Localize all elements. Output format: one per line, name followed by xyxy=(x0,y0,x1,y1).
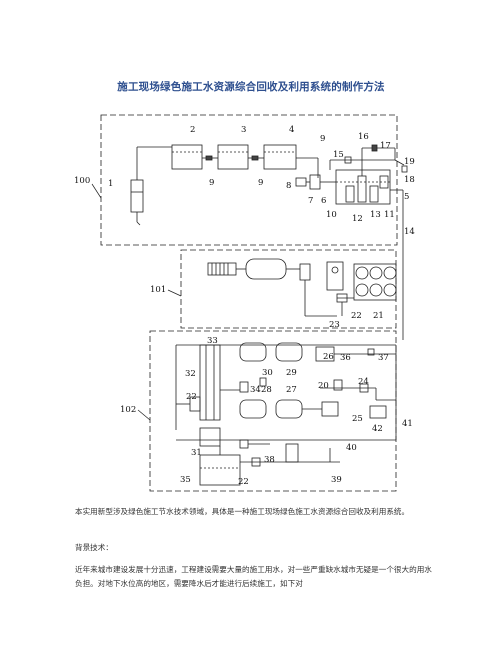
pump-8 xyxy=(295,177,307,187)
paragraph-heading-background: 背景技术： xyxy=(75,543,113,552)
label-9b: 9 xyxy=(258,178,263,188)
label-26: 26 xyxy=(323,352,334,362)
label-7: 7 xyxy=(308,196,313,206)
tank-27 xyxy=(275,399,303,419)
tank-31 xyxy=(199,427,221,447)
tank-30 xyxy=(239,342,267,362)
tank-29 xyxy=(275,342,303,362)
label-13: 13 xyxy=(370,210,381,220)
label-18: 18 xyxy=(404,175,415,185)
label-23: 23 xyxy=(329,320,340,330)
tank-28 xyxy=(239,399,267,419)
label-15: 15 xyxy=(333,150,344,160)
label-39: 39 xyxy=(331,475,342,485)
label-24: 24 xyxy=(358,377,369,387)
device-21-grid xyxy=(353,263,397,301)
label-31: 31 xyxy=(191,448,202,458)
label-11: 11 xyxy=(384,210,395,220)
label-101: 101 xyxy=(150,285,166,295)
document-title: 施工现场绿色施工水资源综合回收及利用系统的制作方法 xyxy=(117,81,385,93)
label-100: 100 xyxy=(74,176,90,186)
label-9c: 9 xyxy=(320,134,325,144)
label-8: 8 xyxy=(286,181,291,191)
paragraph-field: 本实用新型涉及绿色施工节水技术领域，具体是一种施工现场绿色施工水资源综合回收及利… xyxy=(75,507,410,516)
label-22a: 22 xyxy=(351,311,362,321)
panel-38 xyxy=(285,443,299,463)
label-22b: 22 xyxy=(186,392,197,402)
label-37: 37 xyxy=(378,353,389,363)
label-1: 1 xyxy=(108,179,113,189)
label-36: 36 xyxy=(340,353,351,363)
label-40: 40 xyxy=(346,443,357,453)
tank-5 xyxy=(335,169,391,205)
label-30: 30 xyxy=(262,368,273,378)
tank-3 xyxy=(217,144,249,170)
label-28: 28 xyxy=(261,385,272,395)
tank-4 xyxy=(263,144,297,170)
section-box-100 xyxy=(100,114,398,246)
label-35: 35 xyxy=(180,475,191,485)
tank-2 xyxy=(171,144,203,170)
label-38: 38 xyxy=(264,455,275,465)
label-4: 4 xyxy=(289,125,294,135)
tank-35 xyxy=(199,454,241,486)
section-box-101 xyxy=(180,249,397,329)
label-27: 27 xyxy=(286,385,297,395)
label-33: 33 xyxy=(207,336,218,346)
label-2: 2 xyxy=(190,125,195,135)
label-12: 12 xyxy=(352,214,363,224)
label-9a: 9 xyxy=(209,178,214,188)
label-34: 34 xyxy=(250,385,261,395)
label-14: 14 xyxy=(404,227,415,237)
label-17: 17 xyxy=(380,141,391,151)
label-32: 32 xyxy=(185,369,196,379)
label-21: 21 xyxy=(373,311,384,321)
label-20: 20 xyxy=(318,381,329,391)
label-10: 10 xyxy=(326,210,337,220)
column-33 xyxy=(199,344,221,421)
figure-labels: 1 2 3 4 5 6 7 8 9 9 9 10 11 12 13 14 15 … xyxy=(74,125,415,487)
paragraph-background: 近年来城市建设发展十分迅速，工程建设需要大量的施工用水，对一些严重缺水城市无疑是… xyxy=(75,565,432,588)
section-box-102 xyxy=(149,330,397,492)
label-41: 41 xyxy=(402,419,413,429)
label-25: 25 xyxy=(352,414,363,424)
filter-7 xyxy=(309,174,321,190)
label-102: 102 xyxy=(120,405,136,415)
box-25 xyxy=(321,401,339,417)
label-6: 6 xyxy=(321,196,326,206)
label-19: 19 xyxy=(404,157,415,167)
label-22c: 22 xyxy=(238,477,249,487)
well-pump-1 xyxy=(130,179,144,213)
label-42: 42 xyxy=(372,424,383,434)
label-5: 5 xyxy=(404,192,409,202)
label-29: 29 xyxy=(286,368,297,378)
controller-22 xyxy=(326,261,344,291)
label-16: 16 xyxy=(358,132,369,142)
label-3: 3 xyxy=(241,125,246,135)
pressure-tank xyxy=(245,258,287,280)
